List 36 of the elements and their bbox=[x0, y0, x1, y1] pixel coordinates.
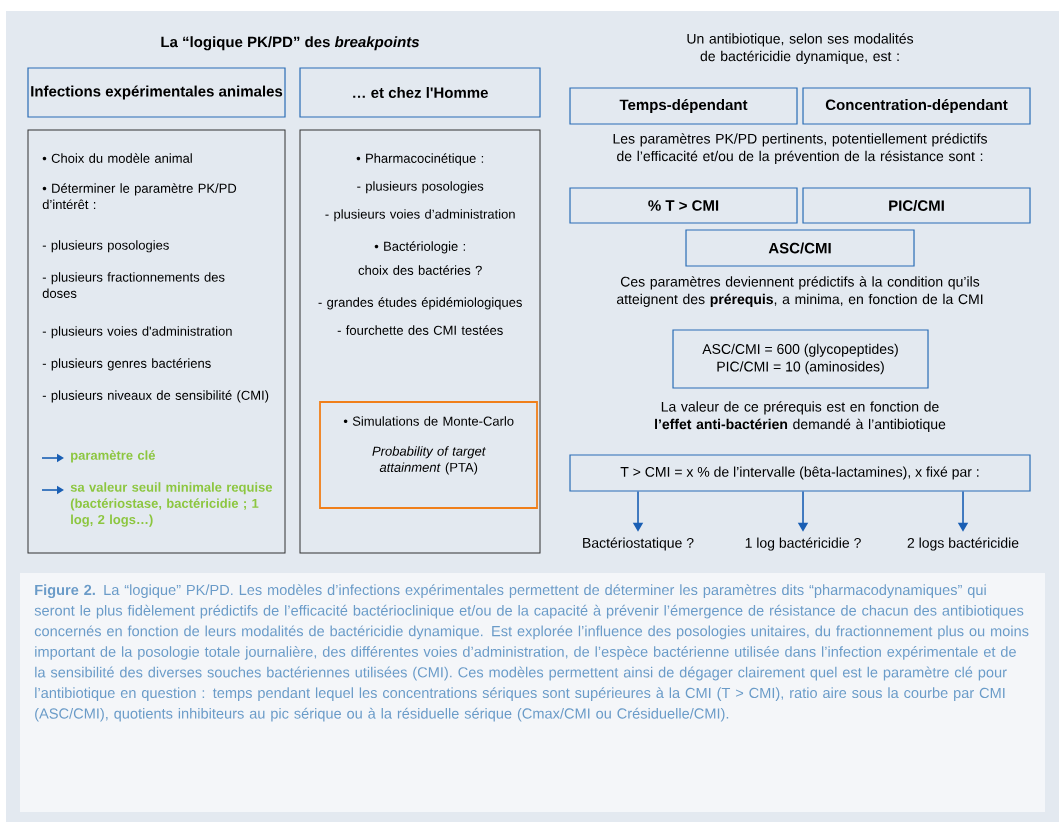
caption: Figure 2. La “logique” PK/PD. Les modèles d’infections expérimentales permettent de déterminer les paramètres dits “pharmacodynamiques” qui seront le plus fidèlement prédictifs de l’efficacité bactérioclinique et/ou de la capacité à prévenir l’émergence de résistance de chacun des antibiotiques concernés en fonction de leurs modalités de bactéricidie dynamique. Est explorée l’influence des posologies unitaires, du fractionnement plus ou moins important de la posologie totale journalière, des différentes voies d’administration, de l’espèce bactérienne utilisée dans l’infection expérimentale et de la sensibilité des diverses souches bactériennes utilisées (CMI). Ces modèles permettent ainsi de dégager clairement quel est le paramètre clé pour l’antibiotique en question : temps pendant lequel les concentrations sériques sont supérieures à la CMI (T > CMI), ratio aire sous la courbe par CMI (ASC/CMI), quotients inhibiteurs au pic sérique ou à la résiduelle sérique (Cmax/CMI ou Crésiduelle/CMI). bbox=[20, 573, 1045, 812]
parameter-box: PIC/CMI bbox=[802, 187, 1031, 224]
highlighted-text: sa valeur seuil minimale requise (bactériostase, bactéricidie ; 1 log, 2 logs…) bbox=[70, 482, 273, 527]
list-item: • Choix du modèle animal bbox=[42, 153, 192, 163]
column-header-box: … et chez l'Homme bbox=[299, 67, 541, 118]
list-item: - plusieurs voies d'administration bbox=[42, 326, 232, 339]
list-item: - plusieurs fractionnements des doses bbox=[42, 272, 225, 298]
column-header-box: Infections expérimentales animales bbox=[27, 67, 286, 118]
list-item: - plusieurs posologies bbox=[42, 240, 169, 253]
annotation-text: Un antibiotique, selon ses modalités de bactéricidie dynamique, est : bbox=[687, 33, 914, 64]
title: La “logique PK/PD” des breakpoints bbox=[161, 36, 420, 51]
list-item: • Simulations de Monte-Carlo bbox=[343, 416, 514, 426]
parameter-box: Temps-dépendant bbox=[569, 87, 798, 125]
outcome-text: 2 logs bactéricidie bbox=[907, 537, 1019, 551]
annotation-text: Les paramètres PK/PD pertinents, potentiellement prédictifs de l’efficacité et/ou de la prévention de la résistance sont : bbox=[613, 133, 987, 164]
outcome-text: 1 log bactéricidie ? bbox=[745, 537, 861, 551]
list-item: • Bactériologie : bbox=[374, 241, 465, 254]
list-item: - grandes études épidémiologiques bbox=[318, 297, 522, 310]
parameter-box: ASC/CMI bbox=[685, 229, 915, 267]
formula-box: ASC/CMI = 600 (glycopeptides) PIC/CMI = 10 (aminosides) bbox=[672, 329, 929, 389]
highlighted-text: paramètre clé bbox=[71, 450, 155, 463]
list-item: choix des bactéries ? bbox=[358, 265, 482, 275]
annotation-text: La valeur de ce prérequis est en fonction de l’effet anti-bactérien demandé à l’antibiotique bbox=[655, 401, 946, 432]
list-item: • Déterminer le paramètre PK/PD d’intérêt : bbox=[42, 183, 237, 210]
list-item: - plusieurs genres bactériens bbox=[42, 358, 211, 371]
list-item: Probability of target attainment (PTA) bbox=[372, 446, 486, 475]
annotation-text: Ces paramètres deviennent prédictifs à la condition qu’ils atteignent des prérequis, a minima, en fonction de la CMI bbox=[616, 276, 983, 307]
list-item: - fourchette des CMI testées bbox=[337, 325, 503, 335]
parameter-box: % T > CMI bbox=[569, 187, 798, 224]
list-item: • Pharmacocinétique : bbox=[356, 153, 484, 166]
list-item: - plusieurs niveaux de sensibilité (CMI) bbox=[42, 390, 269, 403]
formula-box: T > CMI = x % de l’intervalle (bêta-lactamines), x fixé par : bbox=[569, 454, 1031, 492]
list-item: - plusieurs voies d’administration bbox=[325, 209, 515, 222]
list-item: - plusieurs posologies bbox=[357, 181, 484, 194]
parameter-box: Concentration-dépendant bbox=[802, 87, 1031, 125]
outcome-text: Bactériostatique ? bbox=[583, 537, 694, 551]
